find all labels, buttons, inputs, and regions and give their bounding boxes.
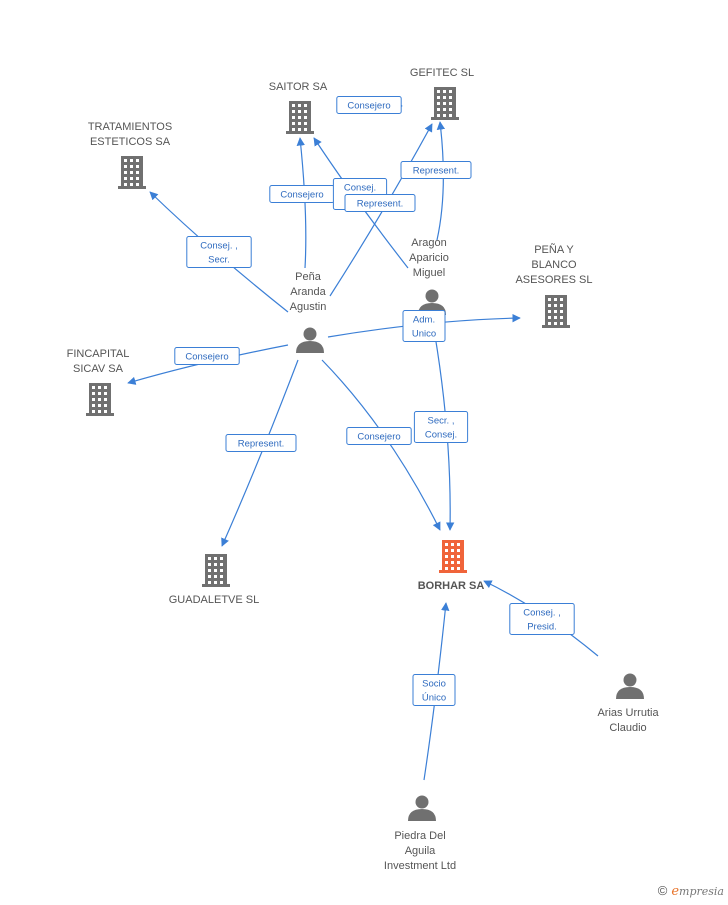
edge-label-text: Consejero [357, 432, 400, 443]
building-icon [202, 554, 230, 587]
node-label: FINCAPITAL [67, 348, 130, 360]
building-icon [286, 101, 314, 134]
edge-label-box [509, 603, 575, 635]
edge-label-saitor-to-gefitec: Consejero [336, 96, 402, 114]
edge-label-text: Consejero [185, 352, 228, 363]
edge-label-text: Unico [412, 329, 436, 340]
edge-label-text: Único [422, 693, 446, 704]
building-icon [86, 383, 114, 416]
node-label: Peña [295, 271, 322, 283]
edge-label-pena_aranda-to-guadaletve: Represent. [225, 434, 297, 452]
edge-label-box [186, 236, 252, 268]
nodes-layer: SAITOR SA GEFITEC SL TRATAMIENTOS ESTETICOS… [67, 67, 660, 872]
edge-label-text: Presid. [527, 622, 557, 633]
node-label: Aragon [411, 237, 446, 249]
edge-label-box [400, 161, 472, 179]
node-gefitec[interactable]: GEFITEC SL [410, 67, 474, 120]
building-icon [542, 295, 570, 328]
edge-label-text: Represent. [357, 199, 403, 210]
edge-label-box [225, 434, 297, 452]
edge-label-text: Consej. [425, 430, 457, 441]
node-fincapital[interactable]: FINCAPITAL SICAV SA [67, 348, 130, 416]
edge-label-text: Secr. , [428, 416, 455, 427]
edge-pena_aranda-to-saitor [296, 137, 307, 269]
edge-label-aragon-to-gefitec: Represent. [400, 161, 472, 179]
edge-label-pena_aranda-to-gefitec: Represent. [344, 194, 416, 212]
node-label: TRATAMIENTOS [88, 121, 172, 133]
node-label: SAITOR SA [269, 81, 328, 93]
edge-label-arias-to-borhar: Consej. , Presid. [509, 603, 575, 635]
edge-label-pena_aranda-to-fincapital: Consejero [174, 347, 240, 365]
edge-label-pena_aranda-to-tratamientos: Consej. , Secr. [186, 236, 252, 268]
edge-label-text: Consejero [280, 190, 323, 201]
edge-label-text: Socio [422, 679, 446, 690]
edge-label-box [336, 96, 402, 114]
edge-label-box [413, 411, 469, 443]
brand-initial: e [671, 884, 680, 899]
node-borhar[interactable]: BORHAR SA [418, 540, 485, 592]
brand-logo: ©empresia [658, 883, 724, 899]
edge-label-text: Adm. [413, 315, 435, 326]
copyright-symbol: © [657, 883, 668, 898]
brand-name: mpresia [679, 885, 724, 898]
node-label: BORHAR SA [418, 580, 485, 592]
edge-label-box [346, 427, 412, 445]
node-label: ESTETICOS SA [90, 136, 171, 148]
node-label: GEFITEC SL [410, 67, 474, 79]
node-guadaletve[interactable]: GUADALETVE SL [169, 554, 259, 606]
edge-label-text: Consej. , [200, 241, 238, 252]
node-label: Investment Ltd [384, 860, 456, 872]
edge-label-text: Represent. [413, 166, 459, 177]
node-label: Piedra Del [394, 830, 445, 842]
edge-label-text: Consejero [347, 101, 390, 112]
edge-label-box [412, 674, 456, 706]
person-icon [408, 795, 436, 821]
edge-pena_aranda-to-guadaletve [221, 359, 299, 547]
node-label: BLANCO [531, 259, 577, 271]
node-label: Claudio [609, 722, 646, 734]
edge-label-pena_aranda-to-pena_blanco: Adm. Unico [402, 310, 446, 342]
edge-label-text: Secr. [208, 255, 230, 266]
edge-label-text: Consej. [344, 183, 376, 194]
edge-label-box [402, 310, 446, 342]
person-icon [296, 327, 324, 353]
edge-label-aragon-to-borhar: Secr. , Consej. [413, 411, 469, 443]
building-icon [118, 156, 146, 189]
node-label: Aranda [290, 286, 326, 298]
edge-label-box [344, 194, 416, 212]
edge-aragon-to-gefitec [436, 121, 446, 241]
node-label: SICAV SA [73, 363, 124, 375]
node-label: PEÑA Y [534, 243, 574, 256]
edge-labels-layer: ConsejeroConsejeroConsej.Secr.Represent.… [174, 96, 575, 706]
node-tratamientos[interactable]: TRATAMIENTOS ESTETICOS SA [88, 121, 172, 189]
edge-label-pena_aranda-to-saitor: Consejero [269, 185, 335, 203]
node-pena_blanco[interactable]: PEÑA Y BLANCO ASESORES SL [515, 243, 593, 328]
node-label: Arias Urrutia [597, 707, 659, 719]
edge-label-pena_aranda-to-borhar: Consejero [346, 427, 412, 445]
edge-label-text: Consej. , [523, 608, 561, 619]
node-label: GUADALETVE SL [169, 594, 259, 606]
node-label: ASESORES SL [515, 274, 592, 286]
node-saitor[interactable]: SAITOR SA [269, 81, 328, 134]
node-label: Aparicio [409, 252, 449, 264]
edge-label-box [174, 347, 240, 365]
node-label: Miguel [413, 267, 445, 279]
person-icon [616, 673, 644, 699]
edge-label-text: Represent. [238, 439, 284, 450]
node-label: Aguila [405, 845, 436, 857]
building-icon [439, 540, 467, 573]
node-label: Agustin [290, 301, 327, 313]
building-icon [431, 87, 459, 120]
